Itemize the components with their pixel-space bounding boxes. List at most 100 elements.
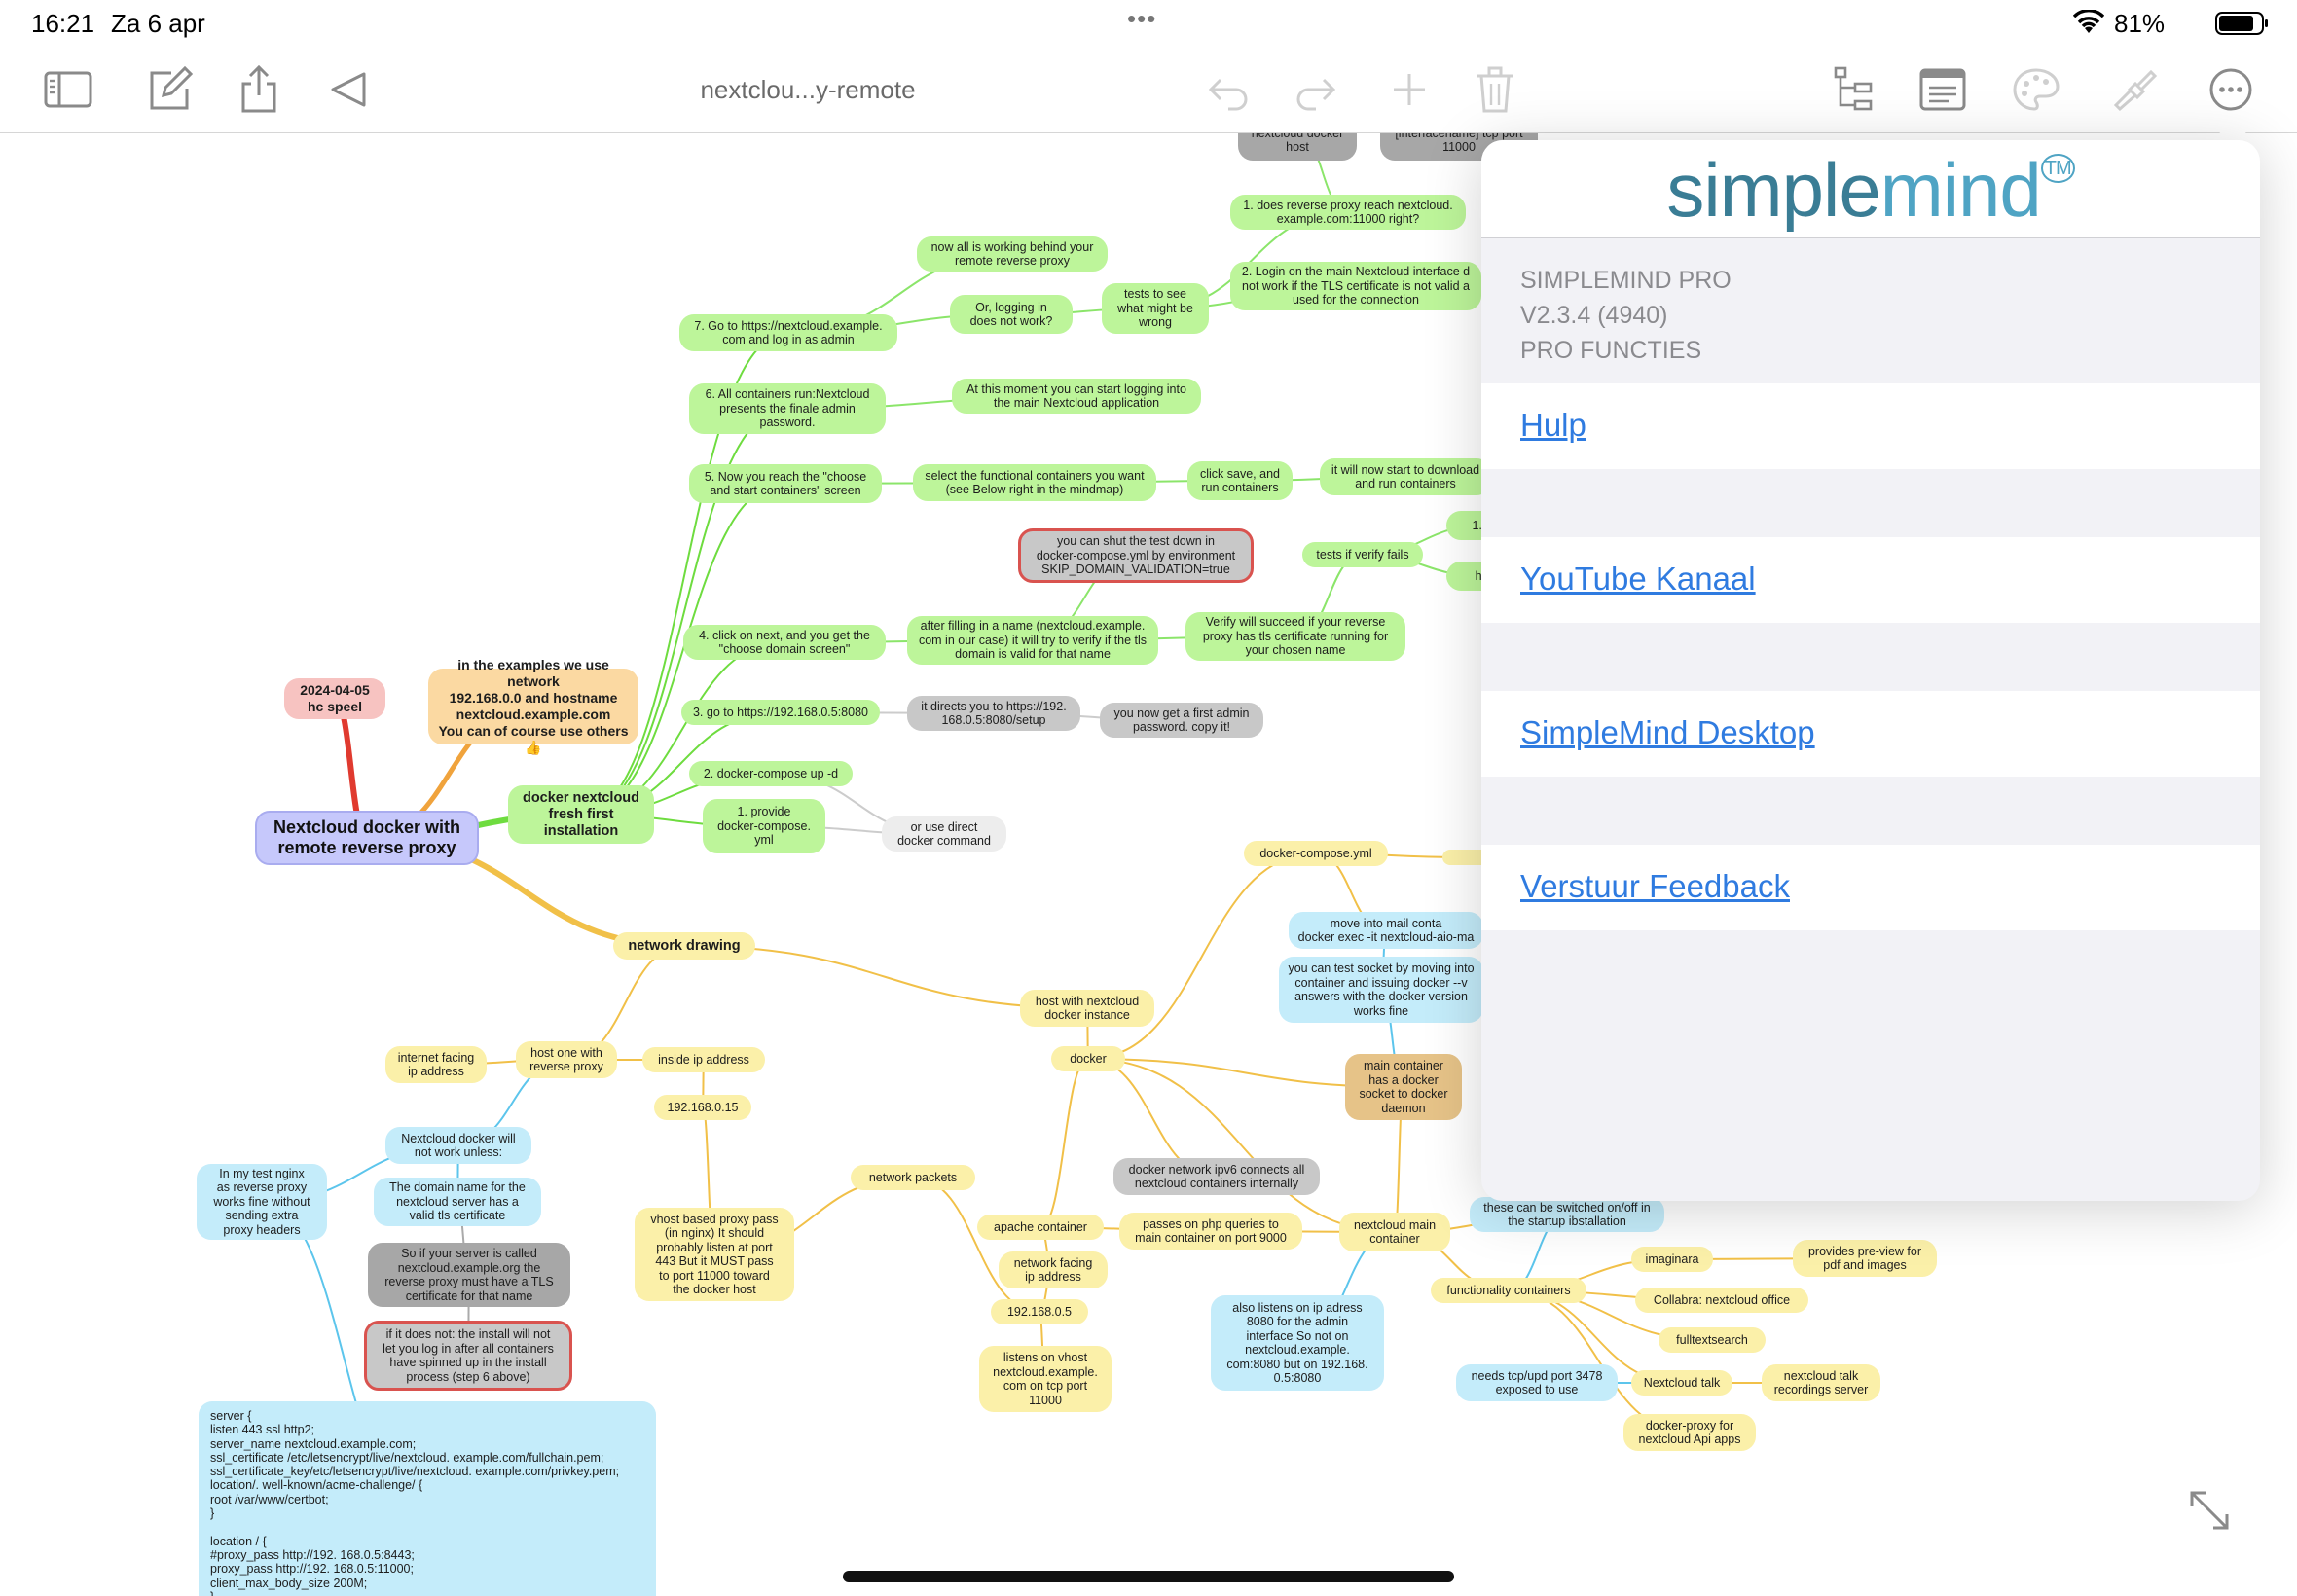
compose-icon[interactable] [142, 62, 197, 117]
mindmap-node-nwu[interactable]: Nextcloud docker will not work unless: [385, 1127, 531, 1164]
mindmap-node-save[interactable]: click save, and run containers [1187, 461, 1293, 500]
more-icon[interactable] [2204, 62, 2258, 117]
mindmap-node-rp[interactable]: 1. does reverse proxy reach nextcloud. e… [1230, 195, 1466, 230]
undo-icon[interactable] [1199, 62, 1254, 117]
mindmap-node-sys[interactable]: So if your server is called nextcloud.ex… [368, 1243, 570, 1307]
mindmap-node-ip15[interactable]: 192.168.0.15 [654, 1095, 751, 1120]
mindmap-node-lvh[interactable]: listens on vhost nextcloud.example. com … [979, 1346, 1112, 1412]
section-label: PRO FUNCTIES [1520, 337, 1702, 364]
mindmap-node-insip[interactable]: inside ip address [642, 1047, 765, 1072]
share-icon[interactable] [232, 62, 286, 117]
connection-np-ip5 [912, 1177, 1040, 1313]
mindmap-node-pp[interactable]: passes on php queries to main container … [1119, 1213, 1302, 1250]
mindmap-node-hwd[interactable]: host with nextcloud docker instance [1020, 990, 1154, 1027]
mindmap-node-col[interactable]: Collabra: nextcloud office [1635, 1288, 1808, 1313]
mindmap-node-ip5[interactable]: 192.168.0.5 [991, 1299, 1088, 1324]
mindmap-node-pwd[interactable]: you now get a first admin password. copy… [1100, 703, 1263, 738]
mindmap-node-img[interactable]: imaginara [1631, 1247, 1713, 1272]
mindmap-node-n5[interactable]: 5. Now you reach the "choose and start c… [689, 464, 882, 503]
notes-icon[interactable] [1915, 62, 1970, 117]
menu-row-help[interactable]: Hulp [1481, 383, 2260, 469]
battery-icon [2215, 11, 2270, 36]
mindmap-node-myt[interactable]: In my test nginx as reverse proxy works … [197, 1164, 327, 1240]
mindmap-node-v6[interactable]: docker network ipv6 connects all nextclo… [1113, 1158, 1320, 1195]
mindmap-node-dock[interactable]: docker [1051, 1046, 1125, 1071]
expand-icon[interactable] [2186, 1487, 2233, 1534]
mindmap-node-code[interactable]: server { listen 443 ssl http2; server_na… [199, 1401, 656, 1596]
status-bar: 16:21 Za 6 apr ••• 81% [0, 0, 2297, 49]
home-indicator[interactable] [843, 1571, 1454, 1582]
palette-icon[interactable] [2009, 62, 2063, 117]
mindmap-node-notw[interactable]: Or, logging in does not work? [950, 295, 1073, 334]
mindmap-canvas[interactable]: Nextcloud docker with remote reverse pro… [0, 133, 2297, 1596]
mindmap-node-pv[interactable]: provides pre-view for pdf and images [1793, 1240, 1937, 1277]
plus-icon[interactable] [1382, 62, 1437, 117]
mindmap-node-login[interactable]: At this moment you can start logging int… [952, 379, 1201, 414]
mindmap-node-tests[interactable]: tests to see what might be wrong [1102, 283, 1209, 334]
mindmap-node-n4[interactable]: 4. click on next, and you get the "choos… [683, 625, 886, 660]
link-feedback[interactable]: Verstuur Feedback [1520, 868, 1790, 904]
mindmap-node-direct[interactable]: or use direct docker command [882, 816, 1006, 852]
outline-icon[interactable] [1826, 62, 1880, 117]
mindmap-node-vh[interactable]: vhost based proxy pass (in nginx) It sho… [635, 1208, 794, 1301]
mindmap-node-verify[interactable]: Verify will succeed if your reverse prox… [1185, 612, 1405, 661]
menu-row-desktop[interactable]: SimpleMind Desktop [1481, 691, 2260, 777]
mindmap-node-n7[interactable]: 7. Go to https://nextcloud.example. com … [679, 314, 897, 351]
brush-icon[interactable] [2106, 62, 2161, 117]
mindmap-node-tcd[interactable]: tcpdump on nextcloud docker host [1238, 133, 1357, 161]
mindmap-node-ifn[interactable]: if it does not: the install will not let… [364, 1321, 572, 1391]
mindmap-node-tcs[interactable]: these can be switched on/off in the star… [1470, 1197, 1664, 1232]
mindmap-node-dl[interactable]: it will now start to download and run co… [1320, 458, 1491, 495]
mindmap-node-n2[interactable]: 2. docker-compose up -d [689, 761, 853, 786]
mindmap-node-fc[interactable]: functionality containers [1431, 1278, 1586, 1303]
mindmap-node-root[interactable]: Nextcloud docker with remote reverse pro… [255, 811, 479, 865]
mindmap-node-dn[interactable]: The domain name for the nextcloud server… [374, 1178, 541, 1226]
mindmap-node-fresh[interactable]: docker nextcloud fresh first installatio… [508, 785, 654, 844]
menu-row-youtube[interactable]: YouTube Kanaal [1481, 537, 2260, 623]
mindmap-node-n6[interactable]: 6. All containers run:Nextcloud presents… [689, 383, 886, 434]
mindmap-node-al[interactable]: also listens on ip adress 8080 for the a… [1211, 1295, 1384, 1391]
mindmap-node-shut[interactable]: you can shut the test down in docker-com… [1018, 528, 1254, 583]
link-youtube[interactable]: YouTube Kanaal [1520, 561, 1756, 597]
mindmap-node-tcp[interactable]: needs tcp/upd port 3478 exposed to use [1456, 1364, 1618, 1401]
menu-row-feedback[interactable]: Verstuur Feedback [1481, 845, 2260, 930]
mindmap-node-n3[interactable]: 3. go to https://192.168.0.5:8080 [681, 700, 880, 725]
mindmap-node-mc[interactable]: main container has a docker socket to do… [1345, 1054, 1462, 1120]
link-desktop[interactable]: SimpleMind Desktop [1520, 714, 1815, 750]
mindmap-node-dcr[interactable] [1442, 850, 1491, 865]
mindmap-node-apc[interactable]: apache container [977, 1215, 1104, 1240]
mindmap-node-nd[interactable]: network drawing [613, 932, 755, 960]
document-title[interactable]: nextclou...y-remote [700, 75, 916, 104]
mindmap-node-sel[interactable]: select the functional containers you wan… [913, 464, 1156, 501]
mindmap-node-dcy[interactable]: docker-compose.yml [1244, 841, 1388, 866]
mindmap-node-ifa[interactable]: internet facing ip address [385, 1046, 487, 1083]
mindmap-node-dir[interactable]: it directs you to https://192. 168.0.5:8… [907, 696, 1080, 731]
mindmap-node-dpx[interactable]: docker-proxy for nextcloud Api apps [1623, 1414, 1756, 1451]
mindmap-node-ntr[interactable]: nextcloud talk recordings server [1762, 1364, 1880, 1401]
mindmap-node-date[interactable]: 2024-04-05 hc speel [284, 678, 385, 719]
mindmap-node-nmc[interactable]: nextcloud main container [1339, 1213, 1450, 1251]
mindmap-node-lm[interactable]: 2. Login on the main Nextcloud interface… [1230, 262, 1481, 310]
mindmap-node-h1[interactable]: host one with reverse proxy [516, 1041, 617, 1078]
multitasking-dots[interactable]: ••• [1127, 4, 1157, 33]
mindmap-node-fts[interactable]: fulltextsearch [1659, 1327, 1766, 1353]
redo-icon[interactable] [1291, 62, 1345, 117]
mindmap-node-ntk[interactable]: Nextcloud talk [1631, 1370, 1732, 1396]
mindmap-node-n1[interactable]: 1. provide docker-compose. yml [703, 799, 825, 853]
sidebar-icon[interactable] [41, 62, 95, 117]
mindmap-node-alls[interactable]: now all is working behind your remote re… [917, 236, 1108, 272]
toolbar: nextclou...y-remote [0, 49, 2297, 133]
mindmap-node-yct[interactable]: you can test socket by moving into conta… [1279, 957, 1483, 1023]
mindmap-node-nfi[interactable]: network facing ip address [999, 1251, 1108, 1288]
play-back-icon[interactable] [321, 62, 376, 117]
trash-icon[interactable] [1468, 62, 1522, 117]
mindmap-node-fails[interactable]: tests if verify fails [1302, 542, 1423, 567]
mindmap-node-mim[interactable]: move into mail conta docker exec -it nex… [1289, 912, 1483, 949]
mindmap-node-fill[interactable]: after filling in a name (nextcloud.examp… [907, 616, 1158, 665]
mindmap-node-examples[interactable]: in the examples we use network 192.168.0… [428, 657, 638, 755]
mindmap-node-np[interactable]: network packets [851, 1165, 975, 1190]
link-hulp[interactable]: Hulp [1520, 407, 1586, 443]
